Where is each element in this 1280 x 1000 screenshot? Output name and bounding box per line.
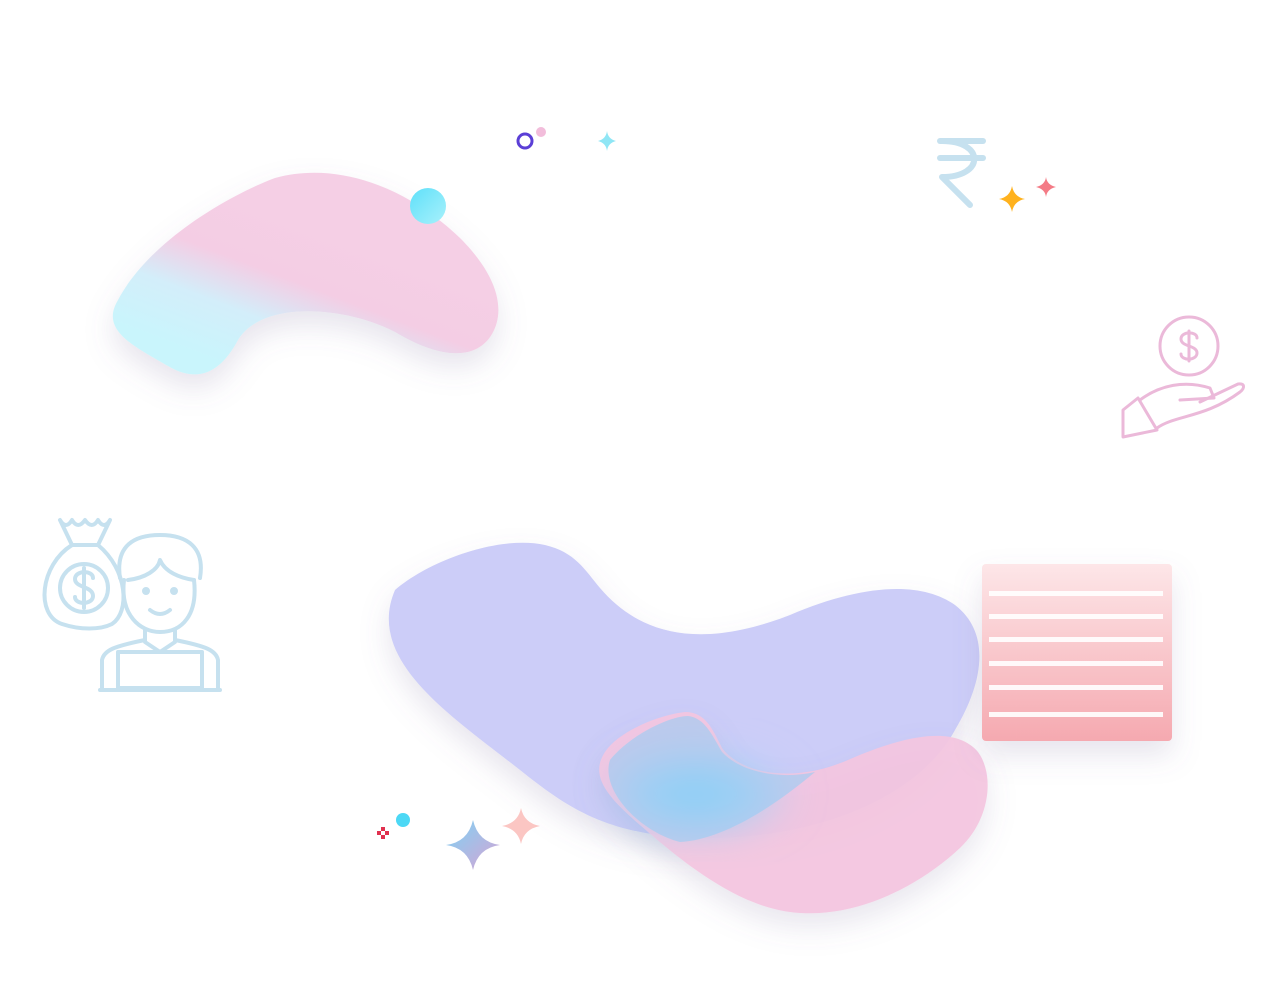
coral-sparkle-icon [1036,177,1056,197]
note-line [989,661,1163,666]
red-cross-icon [377,827,389,839]
gradient-sparkle-icon [446,820,500,870]
purple-ring-icon [516,132,534,150]
note-line [989,637,1163,642]
hand-holding-dollar-icon [1121,315,1245,439]
lined-note-icon [982,564,1172,741]
cyan-ball [410,188,446,224]
note-line [989,614,1163,619]
note-line [989,591,1163,596]
note-line [989,712,1163,717]
peach-sparkle-icon [502,808,540,844]
lavender-blob [388,542,980,839]
cyan-dot [396,813,410,827]
cyan-sparkle-icon [598,131,616,151]
note-line [989,685,1163,690]
rupee-icon [937,138,986,208]
overlap-cyan-region [608,716,815,842]
money-bag-dollar-icon [42,518,126,631]
pink-dot [536,127,546,137]
top-left-gradient-blob [112,172,499,375]
person-with-laptop-icon [98,533,222,692]
gold-sparkle-icon [999,186,1025,212]
